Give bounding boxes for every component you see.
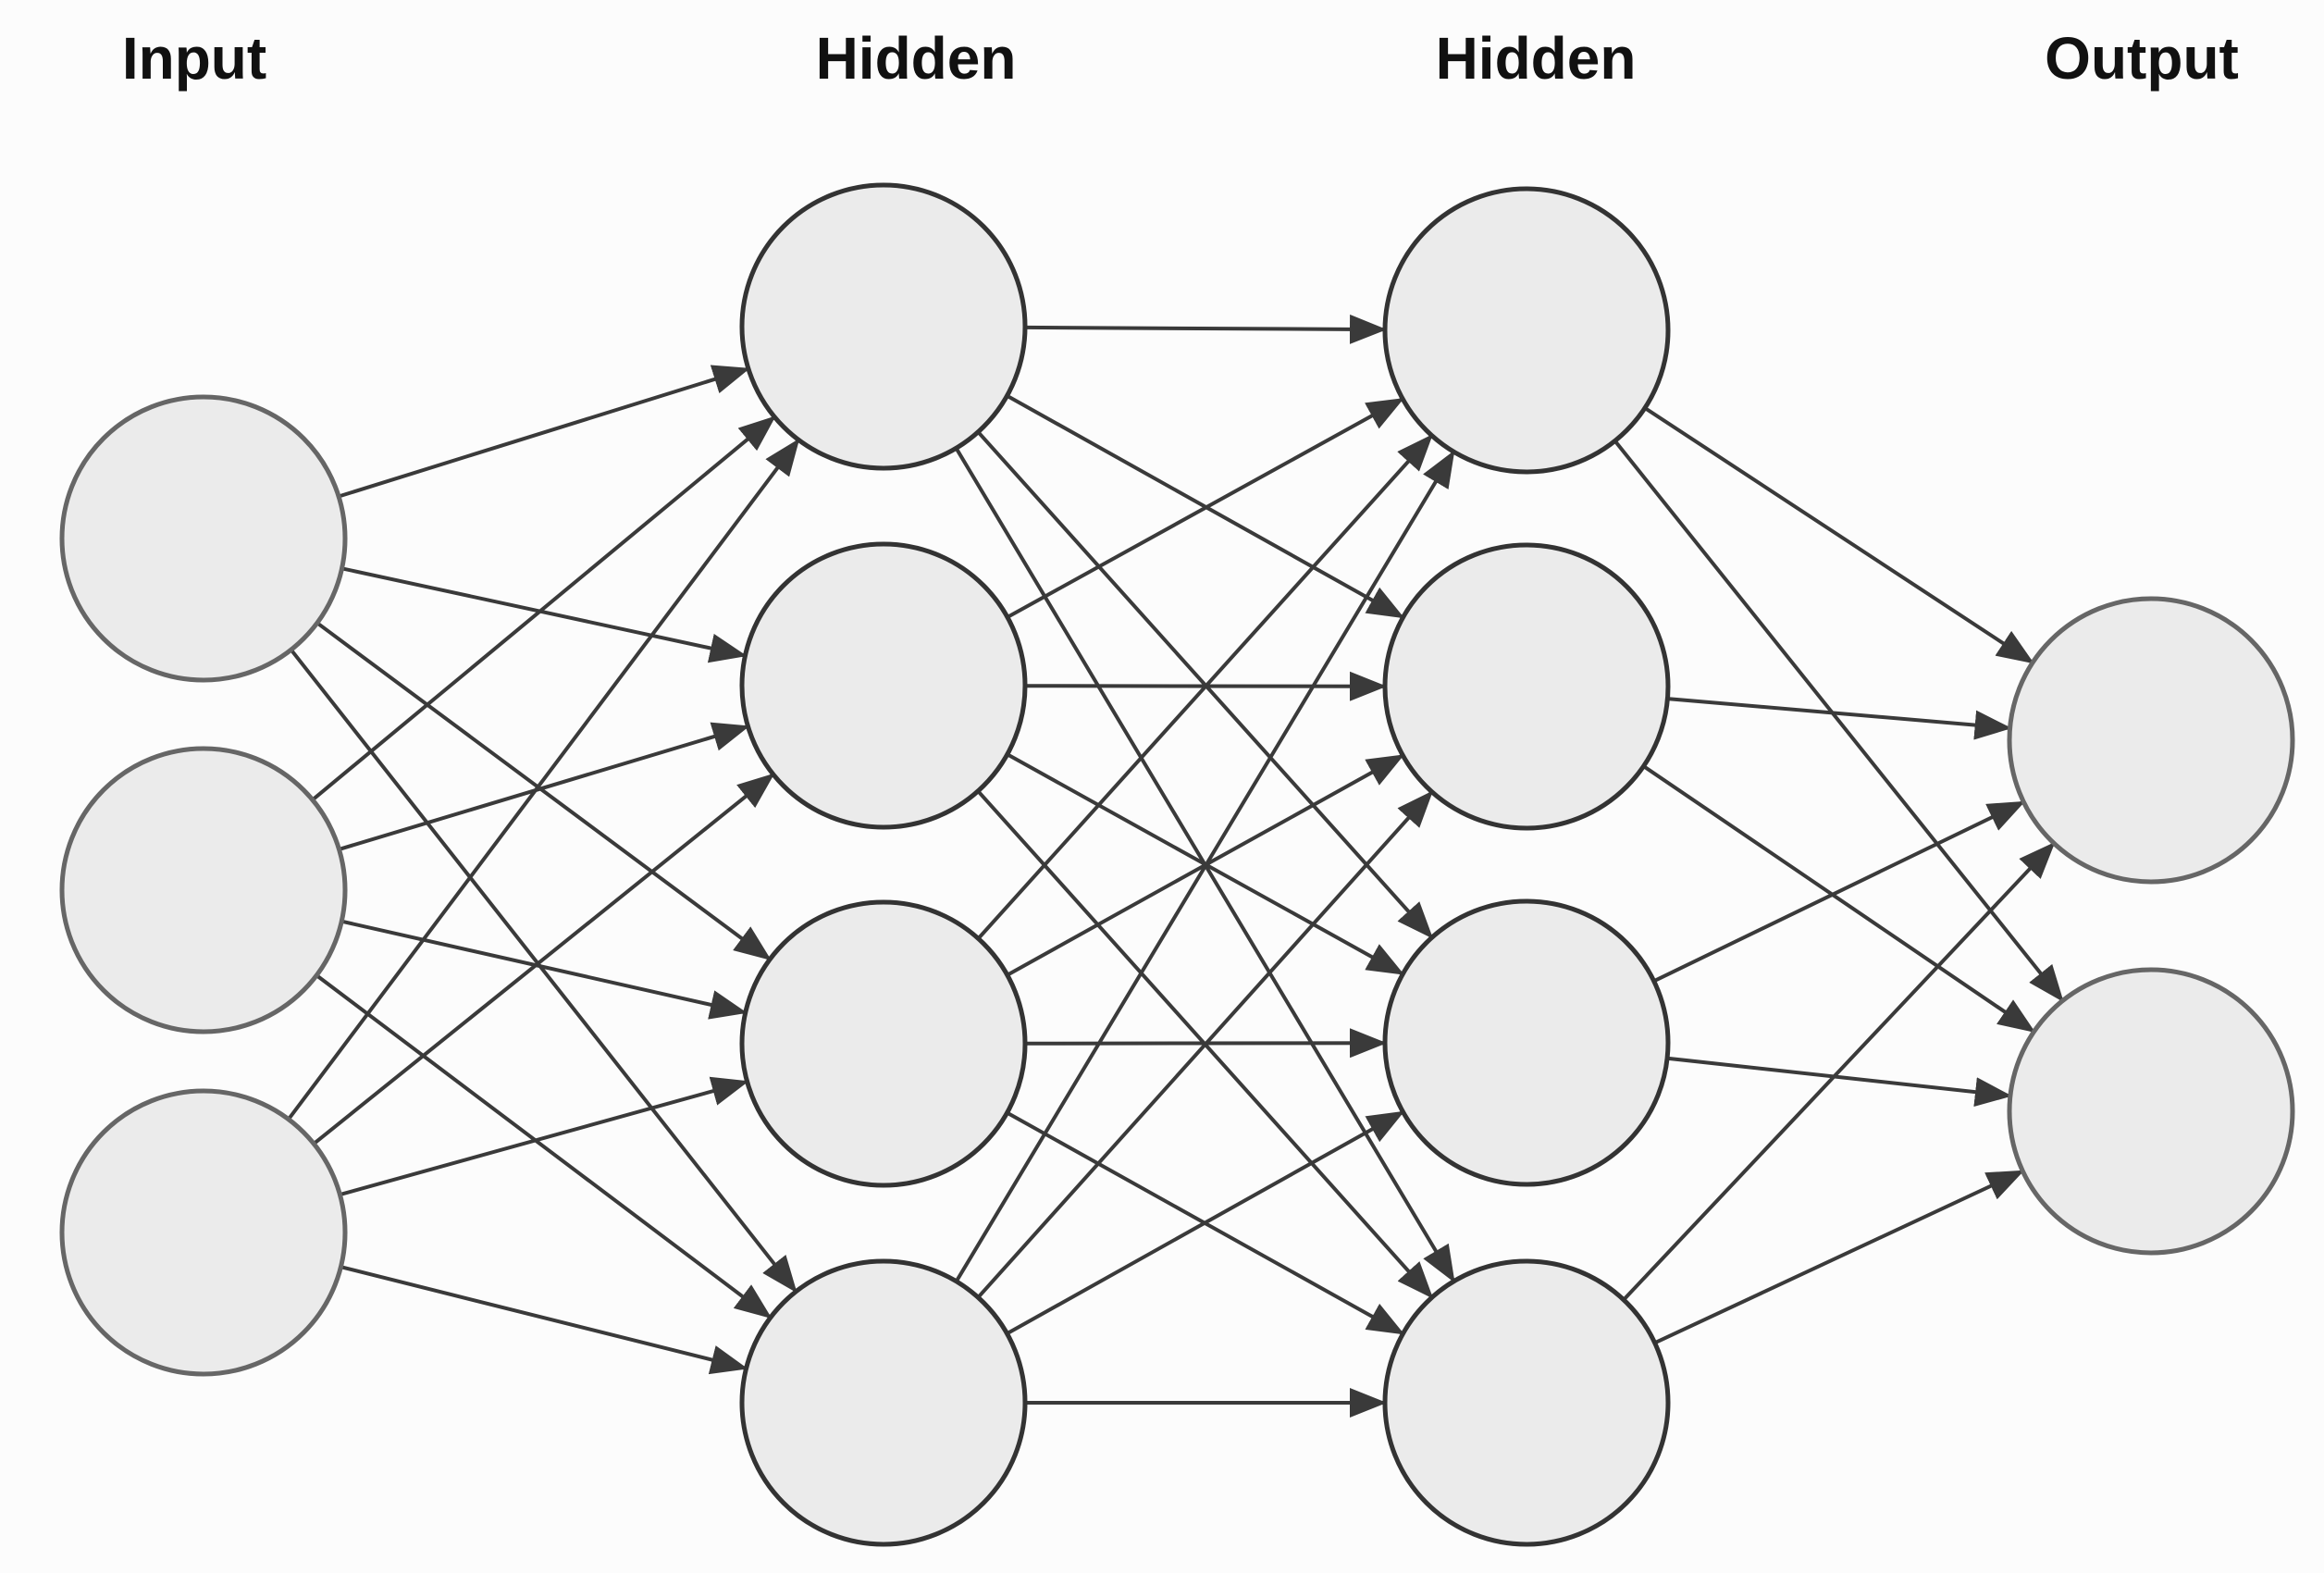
edge-hidden2-3-to-output-2 [1666, 1056, 2012, 1108]
edge-hidden1-4-to-hidden2-2 [976, 790, 1434, 1299]
node-input-1 [59, 394, 348, 683]
edge-hidden2-4-to-output-2 [1653, 1170, 2025, 1345]
edge-input-2-to-hidden1-4 [315, 973, 773, 1319]
node-hidden1-1 [739, 182, 1028, 471]
node-hidden1-3 [739, 899, 1028, 1188]
node-hidden1-2 [739, 541, 1028, 830]
layer-title-output: Output [2045, 25, 2239, 92]
node-output-1 [2007, 596, 2295, 885]
edge-hidden2-4-to-output-1 [1622, 841, 2056, 1302]
edge-hidden2-2-to-output-1 [1667, 697, 2012, 740]
edge-hidden2-2-to-output-2 [1642, 764, 2036, 1034]
node-hidden1-4 [739, 1258, 1028, 1547]
node-output-2 [2007, 967, 2295, 1256]
neurons [59, 182, 2295, 1547]
node-hidden2-3 [1382, 898, 1671, 1187]
edge-input-1-to-hidden1-2 [341, 566, 748, 663]
edge-input-2-to-hidden1-1 [311, 415, 776, 801]
edge-input-2-to-hidden1-3 [340, 919, 748, 1020]
node-hidden2-2 [1382, 542, 1671, 831]
node-input-2 [59, 746, 348, 1034]
edge-hidden1-3-to-hidden2-1 [976, 434, 1433, 940]
edge-hidden2-3-to-output-1 [1652, 800, 2026, 984]
layer-title-input: Input [121, 25, 267, 92]
edge-input-2-to-hidden1-2 [338, 722, 750, 851]
edge-input-3-to-hidden1-3 [339, 1076, 749, 1197]
edge-input-1-to-hidden1-1 [338, 365, 750, 499]
node-hidden2-4 [1382, 1258, 1671, 1547]
edge-input-1-to-hidden1-4 [290, 648, 797, 1294]
edge-hidden1-4-to-hidden2-1 [954, 450, 1455, 1282]
edge-hidden2-1-to-output-1 [1643, 406, 2034, 664]
edge-input-3-to-hidden1-4 [340, 1265, 748, 1375]
edge-input-1-to-hidden1-3 [315, 621, 772, 960]
edge-hidden1-4-to-hidden2-3 [1006, 1110, 1405, 1336]
node-input-3 [59, 1088, 348, 1377]
edge-hidden2-1-to-output-2 [1613, 440, 2064, 1003]
edge-input-3-to-hidden1-2 [312, 773, 775, 1146]
layer-title-hidden-1: Hidden [815, 25, 1017, 92]
layer-title-hidden-2: Hidden [1435, 25, 1637, 92]
connections [287, 314, 2064, 1418]
edge-hidden1-1-to-hidden2-2 [1006, 393, 1405, 619]
edge-hidden1-2-to-hidden2-1 [1006, 398, 1404, 619]
edge-hidden1-1-to-hidden2-1 [1024, 314, 1387, 344]
node-hidden2-1 [1382, 186, 1671, 475]
edge-input-3-to-hidden1-1 [287, 438, 800, 1121]
edge-hidden1-1-to-hidden2-3 [976, 430, 1434, 939]
